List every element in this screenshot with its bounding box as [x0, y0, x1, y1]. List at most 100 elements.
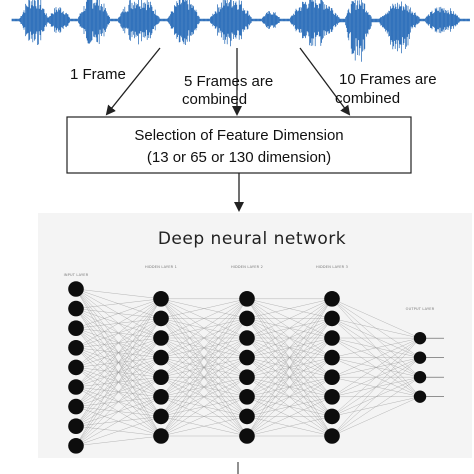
neuron — [239, 330, 255, 346]
network-edge — [246, 298, 333, 437]
network-edge — [160, 298, 248, 319]
network-title: Deep neural network — [158, 229, 346, 249]
network-edge — [331, 298, 421, 339]
selection-box-subtitle: (13 or 65 or 130 dimension) — [147, 149, 331, 166]
arrow-1-frame — [105, 47, 161, 116]
neuron — [153, 330, 169, 346]
network-edge — [75, 416, 162, 446]
label-1-frame: 1 Frame — [70, 66, 126, 83]
neuron — [239, 428, 255, 444]
network-edge — [246, 416, 333, 437]
network-edge — [75, 298, 162, 427]
network-edge — [75, 298, 162, 407]
network-edge — [160, 298, 248, 358]
neuron — [153, 389, 169, 405]
neuron — [68, 418, 84, 435]
waveform-trace — [11, 0, 470, 62]
network-edge — [160, 318, 248, 437]
neuron — [239, 349, 255, 366]
neuron — [324, 330, 340, 346]
network-edge — [331, 337, 421, 378]
network-edge — [331, 396, 421, 437]
network-edge — [75, 435, 162, 446]
neuron — [413, 370, 427, 384]
neuron — [324, 389, 340, 405]
neuron — [324, 408, 340, 425]
neuron — [239, 389, 255, 405]
network-edge — [75, 337, 162, 446]
network-edge — [160, 298, 248, 417]
layer-label: HIDDEN LAYER 2 — [231, 265, 263, 269]
neuron — [68, 340, 84, 356]
neuron — [153, 349, 169, 366]
neuron — [68, 281, 84, 297]
neuron — [324, 310, 340, 327]
network-edge — [331, 338, 421, 437]
network-edge — [75, 357, 162, 446]
network-edge — [246, 298, 333, 358]
network-edge — [331, 377, 421, 437]
network-edge — [246, 377, 333, 437]
network-edge — [160, 357, 248, 437]
network-edge — [75, 298, 162, 388]
neuron — [153, 428, 169, 444]
network-edge — [160, 298, 248, 437]
neuron — [68, 379, 84, 395]
neuron — [153, 291, 169, 307]
network-edge — [160, 298, 248, 397]
network-layer-labels: INPUT LAYER HIDDEN LAYER 1 HIDDEN LAYER 2 H… — [64, 265, 435, 311]
network-edge — [246, 298, 333, 339]
network-edge — [75, 298, 162, 446]
neuron — [153, 369, 169, 386]
neuron — [68, 359, 84, 376]
arrow-10-frames — [299, 47, 351, 116]
network-connections — [75, 288, 444, 446]
neuron — [68, 438, 84, 454]
selection-box-title: Selection of Feature Dimension — [134, 127, 343, 144]
neuron — [324, 428, 340, 444]
network-edge — [75, 298, 162, 348]
network-edge — [160, 337, 248, 437]
network-edge — [160, 298, 248, 339]
label-5-frames-line1: 5 Frames are — [184, 73, 273, 90]
layer-label: INPUT LAYER — [64, 273, 89, 277]
network-edge — [331, 337, 421, 358]
network-edge — [160, 298, 248, 378]
network-edge — [246, 357, 333, 437]
layer-label: HIDDEN LAYER 3 — [316, 265, 348, 269]
network-edge — [75, 396, 162, 446]
neuron — [413, 331, 427, 345]
network-edge — [160, 377, 248, 437]
network-edge — [331, 357, 421, 437]
network-edge — [75, 298, 162, 329]
network-edge — [246, 298, 333, 417]
audio-waveform — [11, 0, 470, 62]
network-edge — [75, 377, 162, 446]
network-edge — [246, 396, 333, 437]
neuron — [153, 310, 169, 327]
network-edge — [160, 416, 248, 437]
neuron — [324, 291, 340, 307]
network-neurons — [68, 281, 427, 454]
neuron — [324, 369, 340, 386]
network-edge — [160, 396, 248, 437]
neuron — [239, 291, 255, 307]
network-edge — [246, 298, 333, 319]
neuron — [68, 398, 84, 415]
network-edge — [246, 298, 333, 378]
network-edge — [246, 318, 333, 437]
selection-box — [66, 116, 412, 174]
neuron — [153, 408, 169, 425]
neuron — [413, 390, 427, 403]
network-edge — [75, 318, 162, 446]
neuron — [239, 369, 255, 386]
neuron — [239, 408, 255, 425]
network-edge — [331, 338, 421, 397]
layer-label: OUTPUT LAYER — [406, 307, 435, 311]
neuron — [413, 351, 427, 364]
network-edge — [246, 337, 333, 437]
neuron — [324, 349, 340, 366]
layer-label: HIDDEN LAYER 1 — [145, 265, 177, 269]
label-5-frames-line2: combined — [182, 91, 247, 108]
